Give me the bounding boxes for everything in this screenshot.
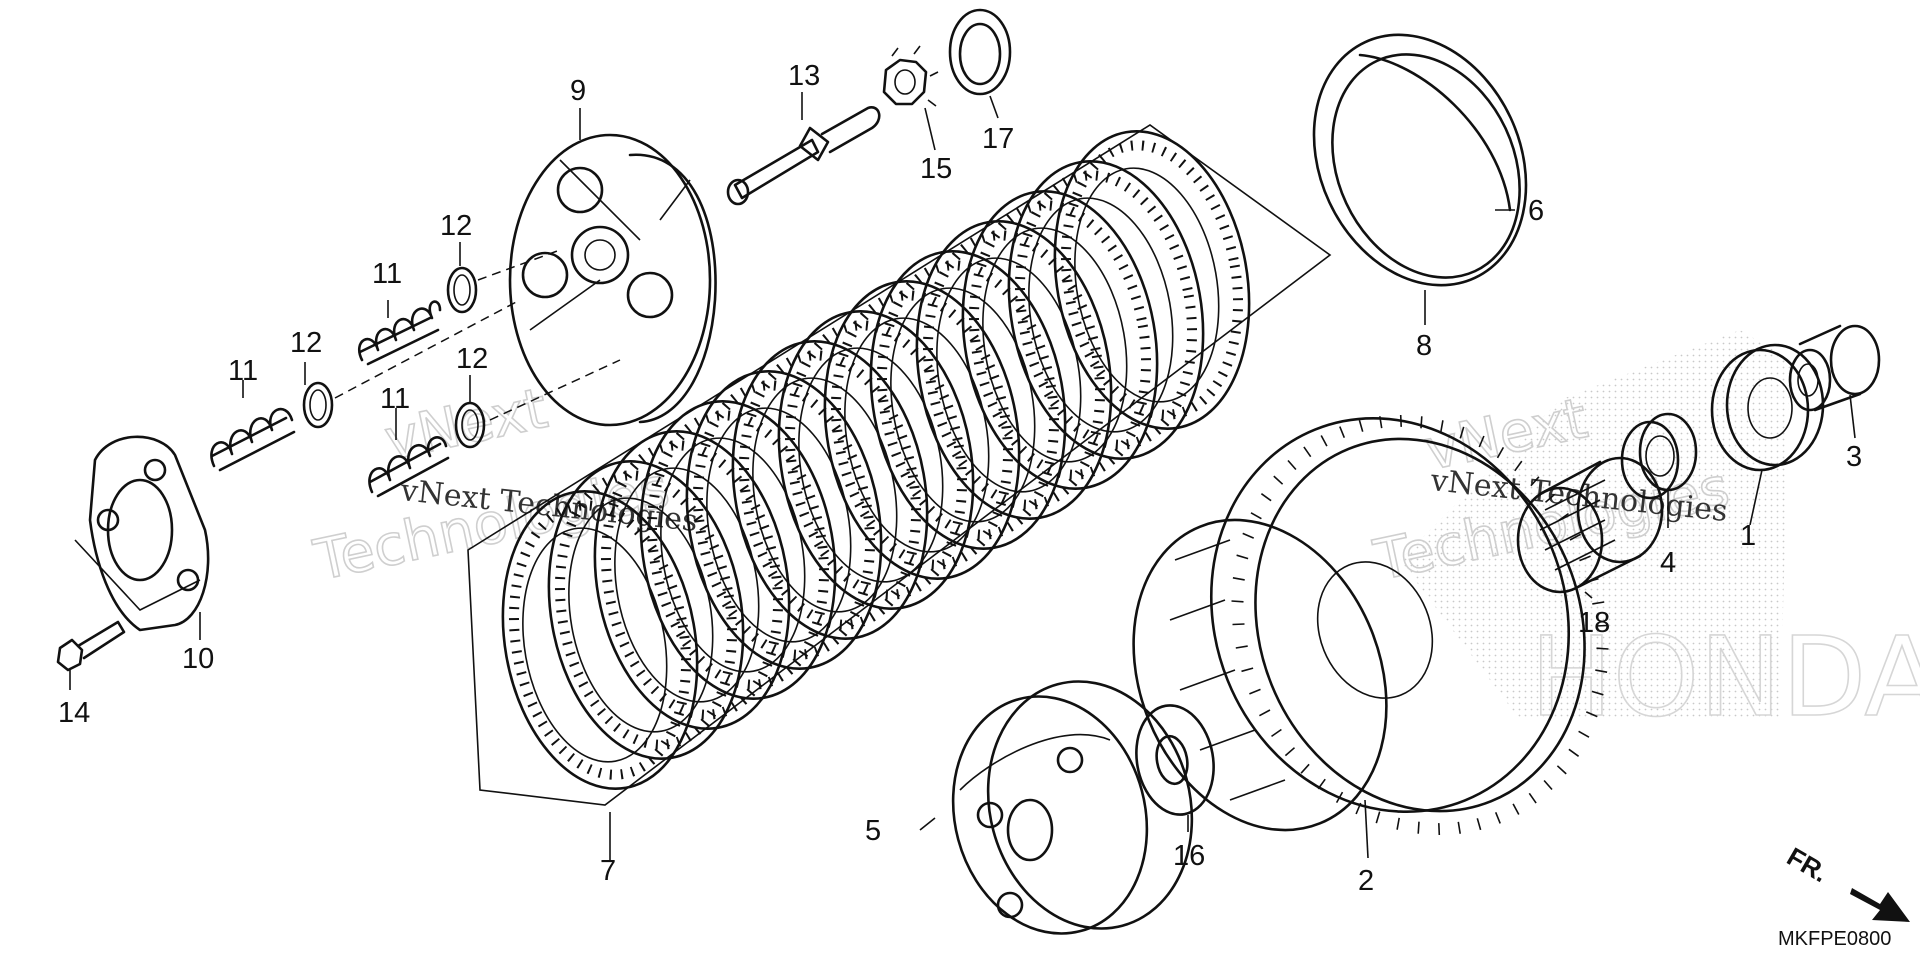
callout-6: 6 — [1528, 195, 1544, 227]
clutch-plate-inner — [660, 437, 806, 673]
clutch-plate-friction-pattern — [646, 410, 830, 690]
callout-4: 4 — [1660, 547, 1676, 579]
part-spring-washers — [302, 249, 621, 449]
part-washer — [1135, 704, 1215, 816]
callout-18: 18 — [1578, 607, 1610, 639]
clutch-plate-inner — [890, 287, 1036, 523]
clutch-plate-inner — [522, 527, 668, 763]
clutch-plate-outer — [1053, 130, 1251, 430]
callout-17: 17 — [982, 123, 1014, 155]
clutch-plate-inner — [1028, 197, 1174, 433]
callout-labels: 1 2 3 4 5 6 7 8 9 10 11 11 11 12 12 12 1… — [58, 60, 1862, 897]
part-thrust-washer — [948, 8, 1012, 96]
callout-11-right: 11 — [380, 383, 410, 415]
clutch-plate-friction-pattern — [876, 260, 1060, 540]
callout-11-left: 11 — [228, 355, 258, 387]
clutch-plate-friction-pattern — [600, 440, 784, 720]
clutch-plate-friction-pattern — [830, 290, 1014, 570]
callout-3: 3 — [1846, 441, 1862, 473]
part-disc-plate-stack — [467, 124, 1332, 806]
callout-12-left: 12 — [290, 327, 322, 359]
callout-5: 5 — [865, 815, 881, 847]
clutch-plate-inner — [568, 497, 714, 733]
spring-lower-left — [210, 407, 296, 472]
callout-9: 9 — [570, 75, 586, 107]
part-springs — [210, 300, 450, 498]
watermark-honda-mark: HONDA — [1530, 613, 1920, 741]
clutch-plate-friction-pattern — [922, 230, 1106, 510]
part-lifter-piece — [882, 45, 939, 107]
clutch-plates — [501, 130, 1251, 790]
callout-7: 7 — [600, 855, 616, 887]
front-direction-label: FR. — [1782, 841, 1833, 888]
callout-16: 16 — [1173, 840, 1205, 872]
part-pressure-plate — [508, 133, 717, 427]
diagram-code: MKFPE0800 — [1778, 928, 1891, 950]
callout-13: 13 — [788, 60, 820, 92]
callout-11-top: 11 — [372, 258, 402, 290]
callout-15: 15 — [920, 153, 952, 185]
part-bolt — [56, 620, 126, 672]
clutch-plate-inner — [936, 257, 1082, 493]
part-lifter-rod — [726, 106, 881, 206]
clutch-plate-friction-pattern — [784, 320, 968, 600]
clutch-plate-friction-pattern — [508, 500, 692, 780]
part-outer-clutch — [1132, 414, 1609, 836]
clutch-plate-friction-pattern — [554, 470, 738, 750]
callout-10: 10 — [182, 643, 214, 675]
clutch-plate-friction-pattern — [968, 200, 1152, 480]
callout-8: 8 — [1416, 330, 1432, 362]
front-direction-marker: FR. — [1782, 841, 1910, 922]
leader-lines — [69, 92, 1856, 860]
spring-lower-right — [368, 436, 450, 498]
part-needle-bearing — [1516, 456, 1664, 594]
clutch-plate-inner — [706, 407, 852, 643]
clutch-plate-friction-pattern — [1014, 170, 1198, 450]
clutch-plate-inner — [614, 467, 760, 703]
front-direction-arrow-icon — [1850, 888, 1910, 922]
callout-12-right: 12 — [456, 343, 488, 375]
clutch-plate-inner — [752, 377, 898, 613]
callout-1: 1 — [1740, 520, 1756, 552]
part-bush — [1788, 324, 1881, 412]
callout-12-top: 12 — [440, 210, 472, 242]
clutch-plate-inner — [1074, 167, 1220, 403]
part-cover-plate — [74, 435, 210, 632]
clutch-plate-inner — [982, 227, 1128, 463]
spring-upper — [357, 300, 442, 366]
part-wire-ring — [1312, 33, 1528, 287]
part-clutch-center — [951, 680, 1194, 935]
clutch-plate-friction-pattern — [692, 380, 876, 660]
clutch-plate-friction-pattern — [1060, 140, 1244, 420]
clutch-plate-inner — [844, 317, 990, 553]
callout-2: 2 — [1358, 865, 1374, 897]
clutch-plate-inner — [798, 347, 944, 583]
clutch-plate-friction-pattern — [738, 350, 922, 630]
callout-14: 14 — [58, 697, 90, 729]
